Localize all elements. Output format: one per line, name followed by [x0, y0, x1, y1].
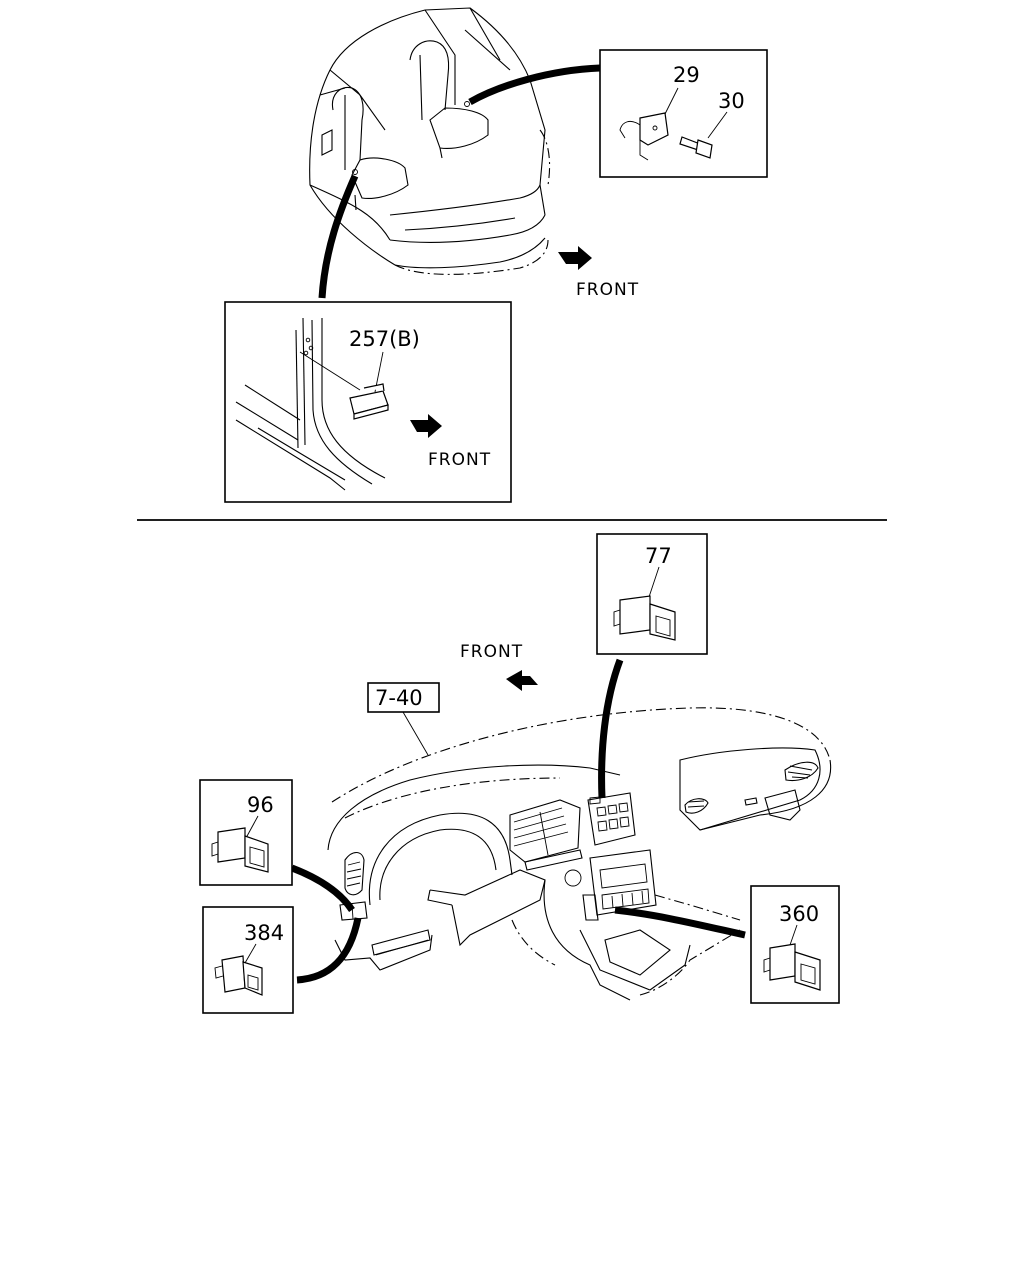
callout-box-257b: 257(B) FRONT: [224, 301, 512, 503]
cover-clip-icon: [349, 383, 389, 420]
part-number-360: 360: [779, 902, 819, 926]
buckle-bracket-icon: [619, 112, 669, 161]
part-number-77: 77: [645, 544, 672, 568]
callout-box-360: 360: [750, 885, 840, 1004]
leader-96: [290, 864, 355, 913]
front-label-bottom: FRONT: [460, 642, 523, 662]
switch-icon: [613, 595, 676, 641]
leader-257b: [318, 174, 359, 299]
part-number-29: 29: [673, 63, 700, 87]
leader-29-30: [468, 64, 601, 106]
front-arrow-icon: [558, 246, 592, 270]
part-number-96: 96: [247, 793, 274, 817]
front-arrow-icon: [410, 414, 442, 438]
switch-icon: [211, 827, 269, 873]
callout-box-77: 77: [596, 533, 708, 655]
callout-box-96: 96: [199, 779, 293, 886]
bolt-icon: [679, 136, 713, 159]
switch-icon: [763, 943, 821, 991]
part-number-30: 30: [718, 89, 745, 113]
leader-360: [614, 906, 746, 939]
cab-body-drawing: [309, 7, 551, 275]
reference-box-7-40: 7-40: [367, 682, 440, 756]
callout-box-29-30: 29 30: [599, 49, 768, 178]
leader-77: [598, 658, 624, 799]
switch-icon: [214, 955, 263, 996]
reference-7-40: 7-40: [375, 686, 423, 710]
part-number-384: 384: [244, 921, 284, 945]
leader-384: [296, 917, 362, 984]
front-arrow-icon: [506, 670, 538, 691]
front-label-top: FRONT: [576, 280, 639, 300]
callout-box-384: 384: [202, 906, 294, 1014]
front-label-inset: FRONT: [428, 450, 491, 470]
part-number-257b: 257(B): [349, 327, 420, 351]
dashboard-drawing: [327, 707, 832, 1001]
